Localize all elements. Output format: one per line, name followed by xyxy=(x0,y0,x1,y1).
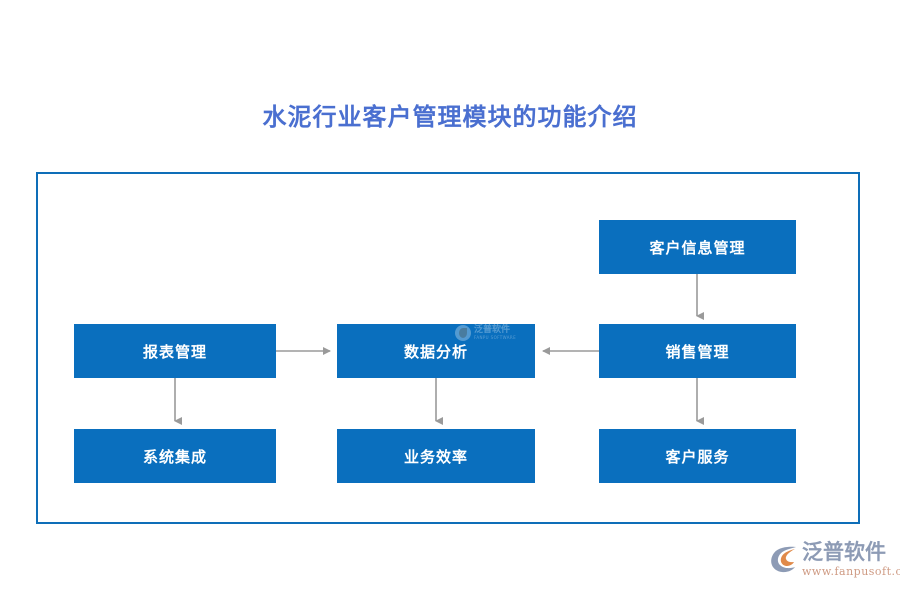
node-report-label: 报表管理 xyxy=(142,342,207,361)
node-customer-info-label: 客户信息管理 xyxy=(649,238,746,257)
fanpu-brand-icon xyxy=(771,546,796,573)
node-sales[interactable]: 销售管理 xyxy=(599,324,796,378)
node-biz-efficiency[interactable]: 业务效率 xyxy=(337,429,535,483)
brand-logo: 泛普软件 www.fanpusoft.com xyxy=(766,540,900,590)
node-customer-info[interactable]: 客户信息管理 xyxy=(599,220,796,274)
node-report[interactable]: 报表管理 xyxy=(74,324,276,378)
node-data-analysis-label: 数据分析 xyxy=(403,342,468,361)
node-sys-integration-label: 系统集成 xyxy=(142,447,207,466)
node-cust-service[interactable]: 客户服务 xyxy=(599,429,796,483)
node-data-analysis[interactable]: 数据分析 xyxy=(337,324,535,378)
page-title: 水泥行业客户管理模块的功能介绍 xyxy=(262,103,638,131)
brand-name: 泛普软件 xyxy=(802,540,886,564)
node-cust-service-label: 客户服务 xyxy=(665,447,730,466)
node-biz-efficiency-label: 业务效率 xyxy=(403,447,468,466)
brand-url: www.fanpusoft.com xyxy=(802,565,900,578)
node-sys-integration[interactable]: 系统集成 xyxy=(74,429,276,483)
node-sales-label: 销售管理 xyxy=(665,342,730,361)
